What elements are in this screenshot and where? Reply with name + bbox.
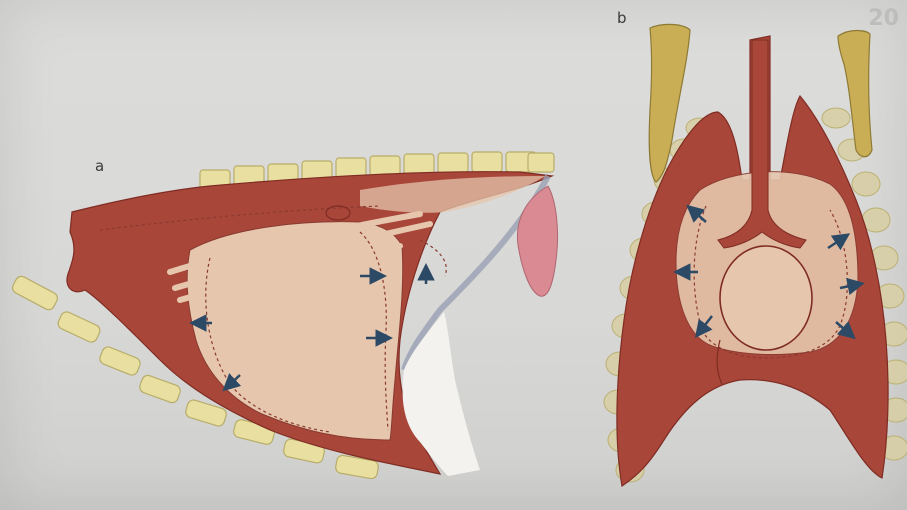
panel-b-label: b bbox=[617, 9, 627, 27]
pink-organ bbox=[517, 186, 557, 296]
panel-a-lateral-view bbox=[10, 152, 557, 480]
heart bbox=[720, 246, 812, 350]
page-number: 20 bbox=[868, 6, 899, 31]
panel-b-frontal-view bbox=[604, 24, 907, 486]
right-scapula-bone bbox=[838, 31, 872, 157]
panel-a-label: a bbox=[95, 157, 104, 175]
